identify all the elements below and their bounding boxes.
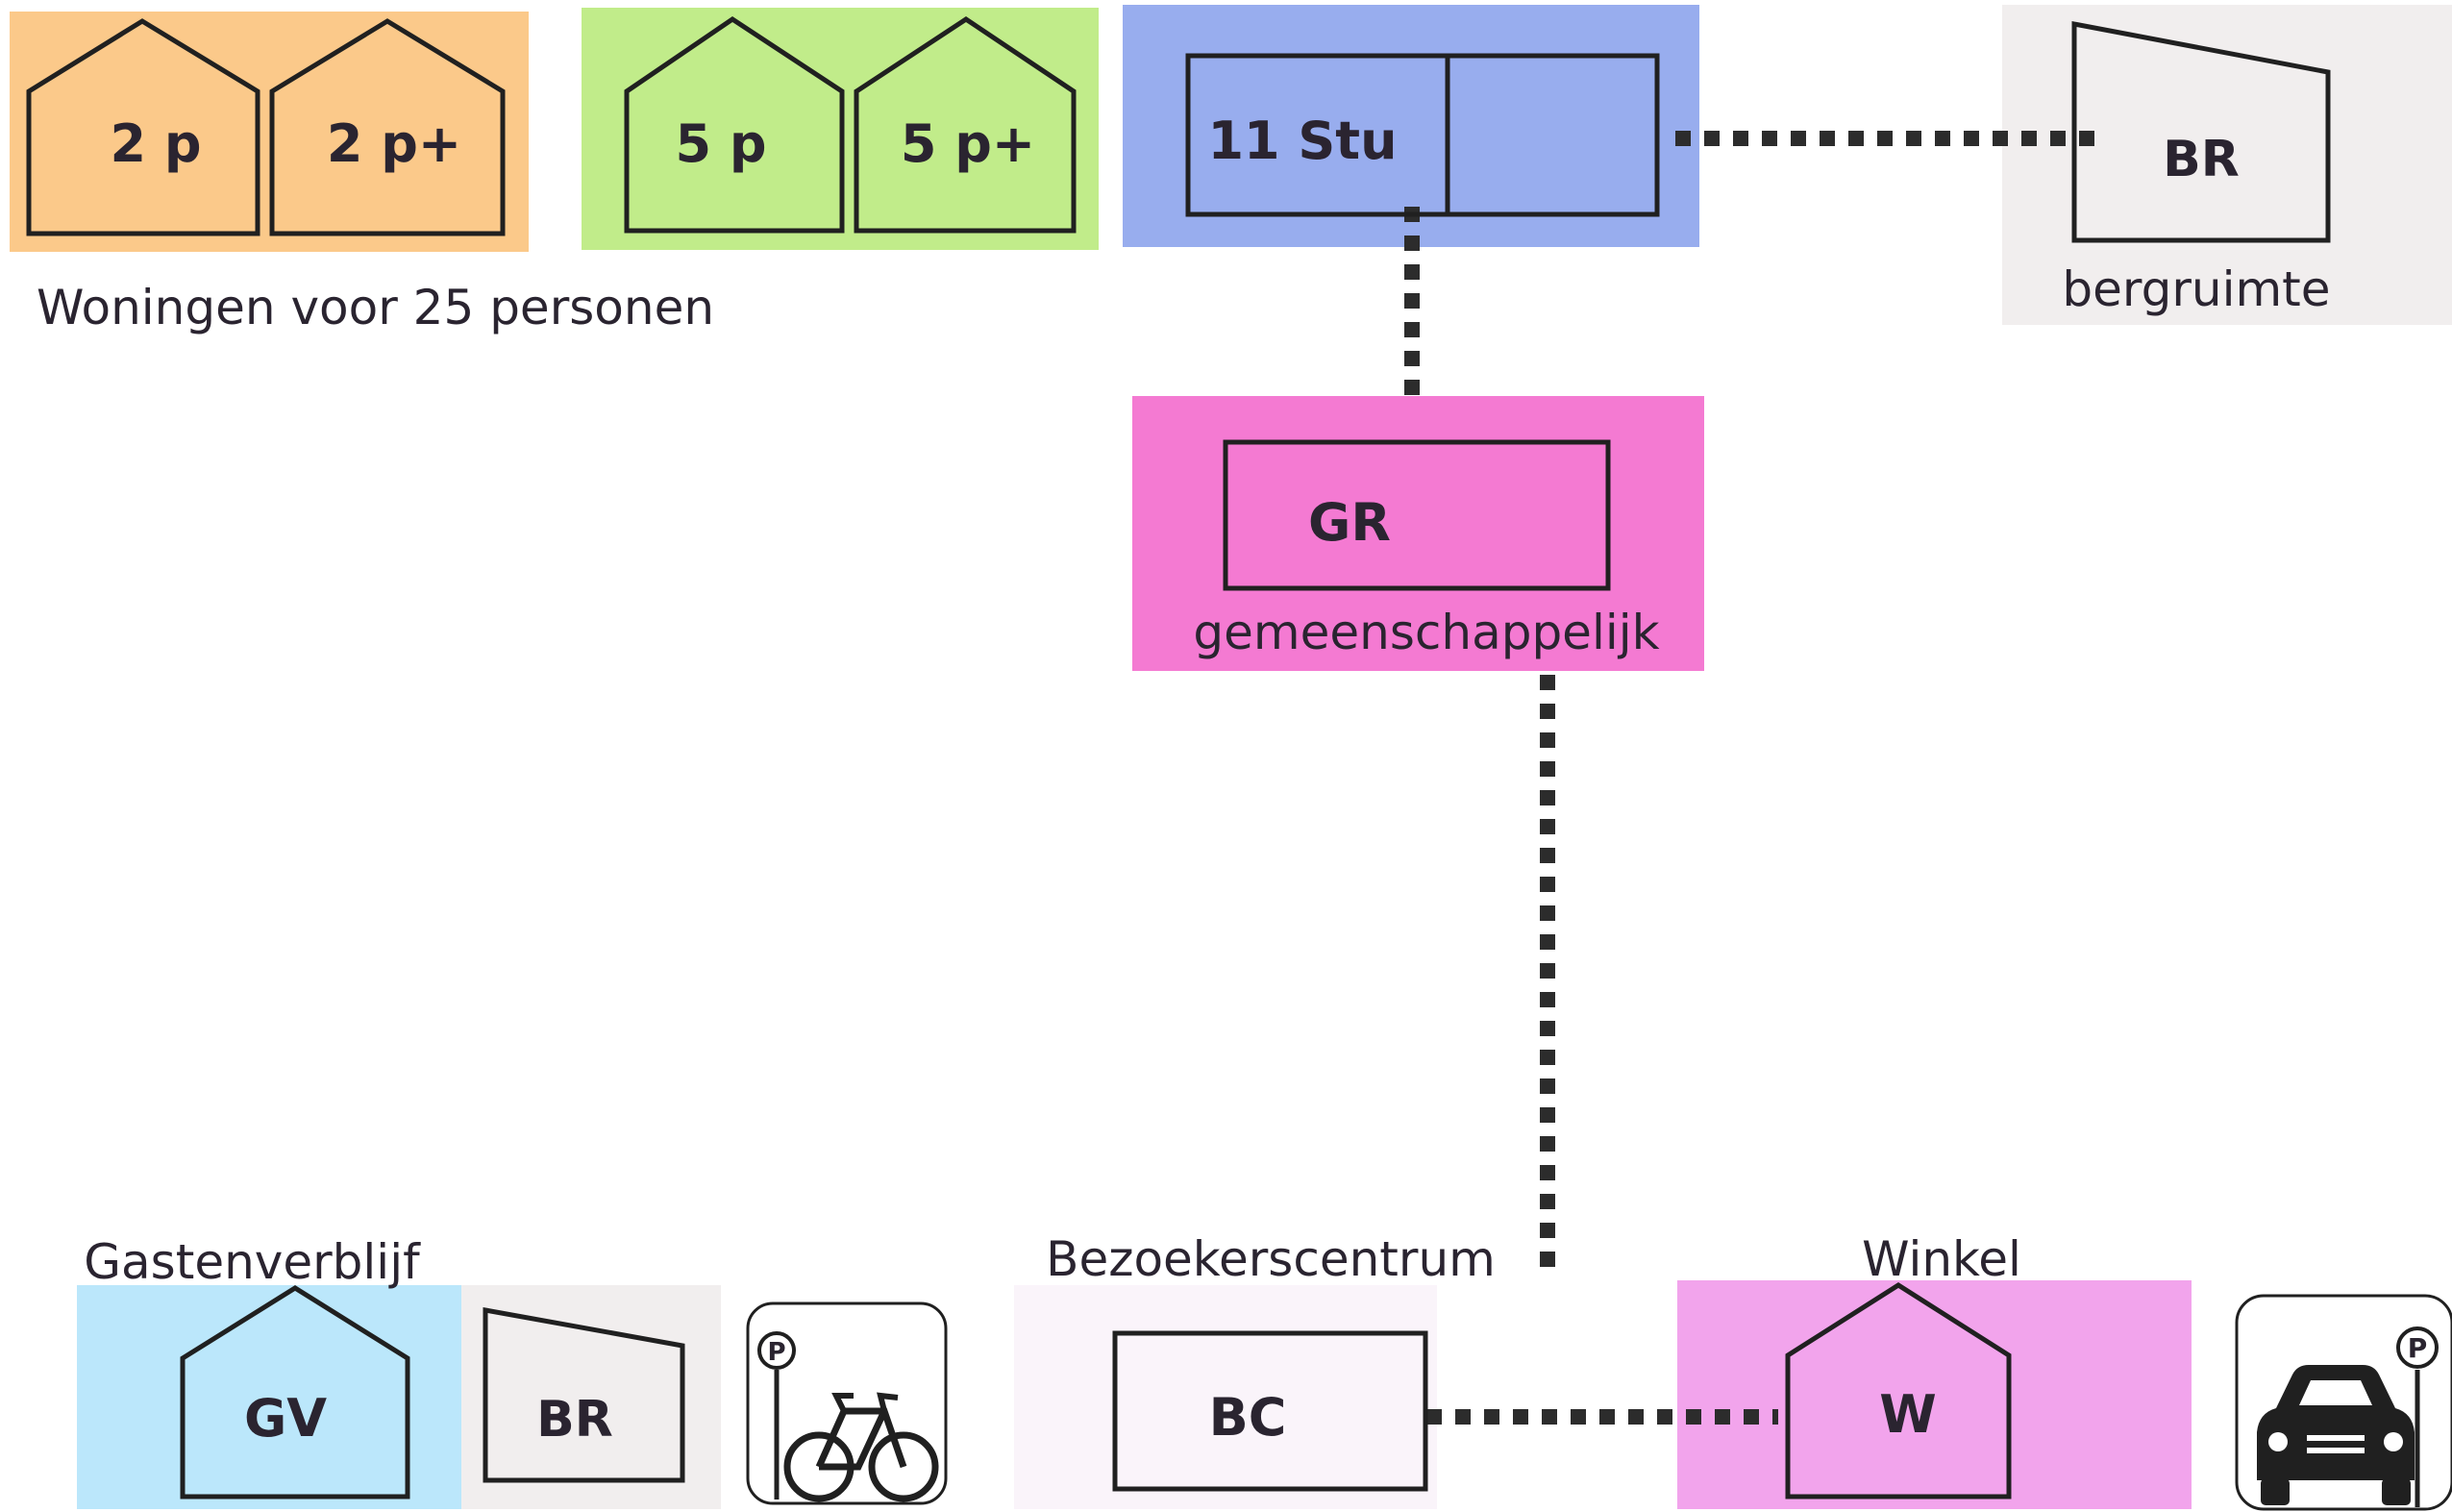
caption-bezoekerscentrum: Bezoekerscentrum: [1046, 1231, 1496, 1287]
car-parking-icon: P: [2235, 1294, 2452, 1511]
house-5p-shape: [624, 15, 845, 234]
label-2pplus: 2 p+: [327, 113, 461, 174]
label-w: W: [1879, 1384, 1937, 1445]
label-br-top: BR: [2163, 131, 2240, 188]
studios-block-right: [1445, 53, 1660, 217]
caption-winkel: Winkel: [1862, 1231, 2021, 1287]
house-w-shape: [1785, 1282, 2012, 1500]
zone-visitor-centre: [1014, 1285, 1437, 1509]
zone-storage-top: [2002, 5, 2452, 325]
house-gv-shape: [180, 1285, 410, 1500]
common-room-block: [1223, 439, 1611, 591]
storage-top-shape: [2071, 20, 2331, 243]
label-gv: GV: [244, 1388, 327, 1449]
svg-text:P: P: [767, 1338, 785, 1367]
bicycle-parking-icon: P: [746, 1301, 948, 1505]
visitor-centre-block: [1112, 1330, 1428, 1492]
zone-storage-bottom: [461, 1285, 721, 1509]
label-br-bottom: BR: [536, 1391, 613, 1449]
caption-gemeenschappelijk: gemeenschappelijk: [1193, 605, 1659, 660]
house-5pplus-shape: [854, 15, 1077, 234]
caption-bergruimte: bergruimte: [2062, 261, 2330, 317]
label-5pplus: 5 p+: [901, 113, 1035, 174]
zone-guest-house: [77, 1285, 461, 1509]
zone-shop: [1677, 1280, 2192, 1509]
label-2p: 2 p: [110, 113, 201, 174]
label-gr: GR: [1308, 492, 1391, 553]
house-2pplus-shape: [269, 18, 506, 236]
label-11-stu: 11 Stu: [1207, 111, 1397, 171]
house-2p-shape: [26, 18, 260, 236]
caption-gastenverblijf: Gastenverblijf: [84, 1234, 421, 1290]
label-5p: 5 p: [675, 113, 766, 174]
caption-woningen: Woningen voor 25 personen: [37, 280, 714, 335]
label-bc: BC: [1209, 1387, 1287, 1448]
storage-bottom-shape: [483, 1307, 685, 1483]
svg-text:P: P: [2408, 1332, 2428, 1364]
